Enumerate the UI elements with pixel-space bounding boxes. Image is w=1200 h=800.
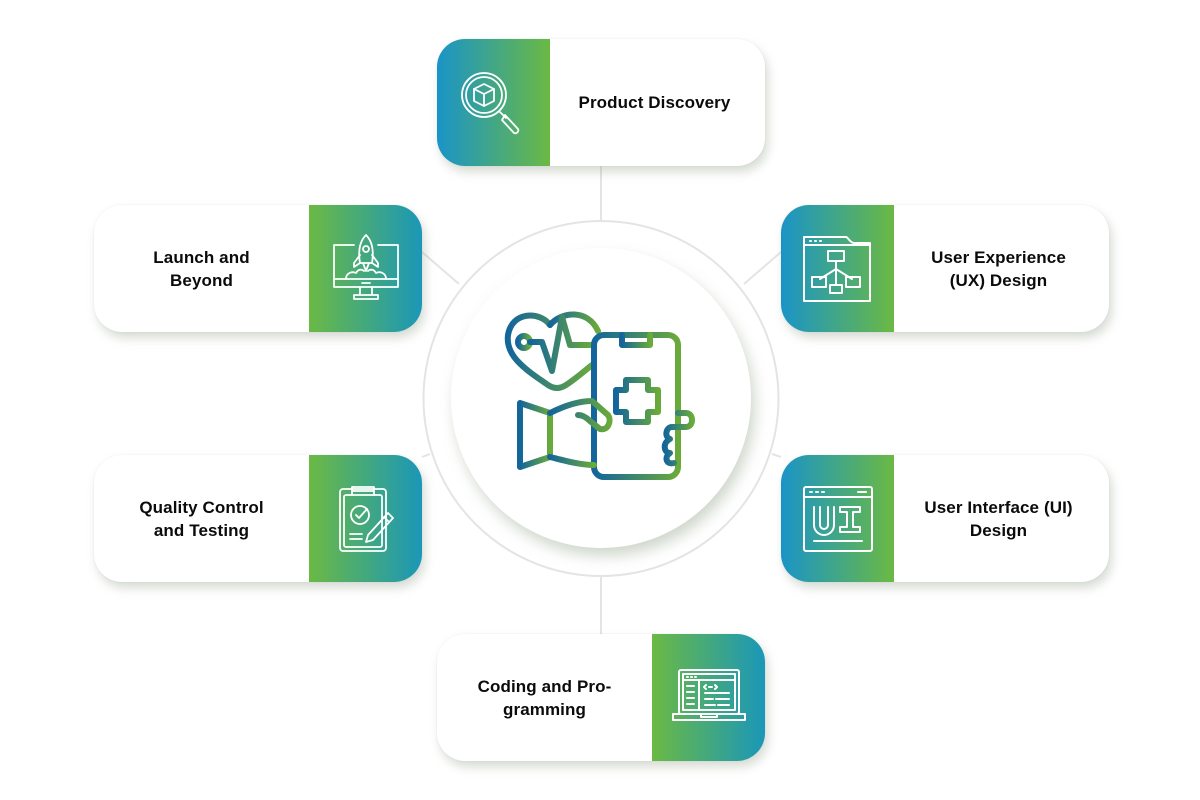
stage-card-ux-design[interactable]: User Experience (UX) Design bbox=[781, 205, 1109, 332]
stage-label-box: Quality Control and Testing bbox=[94, 455, 309, 582]
ui-window-icon bbox=[802, 485, 873, 552]
icon-panel bbox=[309, 455, 422, 582]
rocket-monitor-icon bbox=[332, 233, 399, 300]
stage-card-coding[interactable]: Coding and Pro- gramming bbox=[437, 634, 765, 761]
icon-panel bbox=[652, 634, 765, 761]
stage-label: User Experience (UX) Design bbox=[931, 247, 1066, 290]
stage-label: Quality Control and Testing bbox=[139, 497, 264, 540]
stage-label: Launch and Beyond bbox=[153, 247, 250, 290]
connector-top-right bbox=[743, 251, 782, 285]
magnifier-cube-icon bbox=[460, 71, 519, 134]
stage-card-launch[interactable]: Launch and Beyond bbox=[94, 205, 422, 332]
laptop-code-icon bbox=[671, 668, 746, 721]
connector-bottom-right bbox=[771, 453, 782, 458]
icon-panel bbox=[309, 205, 422, 332]
stage-label: User Interface (UI) Design bbox=[924, 497, 1073, 540]
sitemap-window-icon bbox=[802, 235, 871, 302]
stage-card-quality-control[interactable]: Quality Control and Testing bbox=[94, 455, 422, 582]
stage-label: Product Discovery bbox=[578, 93, 731, 112]
stage-label-box: Launch and Beyond bbox=[94, 205, 309, 332]
icon-panel bbox=[781, 205, 894, 332]
icon-panel bbox=[781, 455, 894, 582]
icon-panel bbox=[437, 39, 550, 166]
stage-card-ui-design[interactable]: User Interface (UI) Design bbox=[781, 455, 1109, 582]
stage-label-box: Coding and Pro- gramming bbox=[437, 634, 652, 761]
mobile-health-app-icon bbox=[504, 311, 695, 480]
stage-card-product-discovery[interactable]: Product Discovery bbox=[437, 39, 765, 166]
connector-top-left bbox=[421, 251, 460, 285]
stage-label-box: Product Discovery bbox=[550, 39, 765, 166]
stage-label-box: User Interface (UI) Design bbox=[894, 455, 1109, 582]
center-hub bbox=[451, 248, 751, 548]
stage-label-box: User Experience (UX) Design bbox=[894, 205, 1109, 332]
clipboard-check-icon bbox=[338, 485, 394, 552]
connector-bottom-left bbox=[421, 453, 431, 458]
stage-label: Coding and Pro- gramming bbox=[477, 676, 612, 719]
